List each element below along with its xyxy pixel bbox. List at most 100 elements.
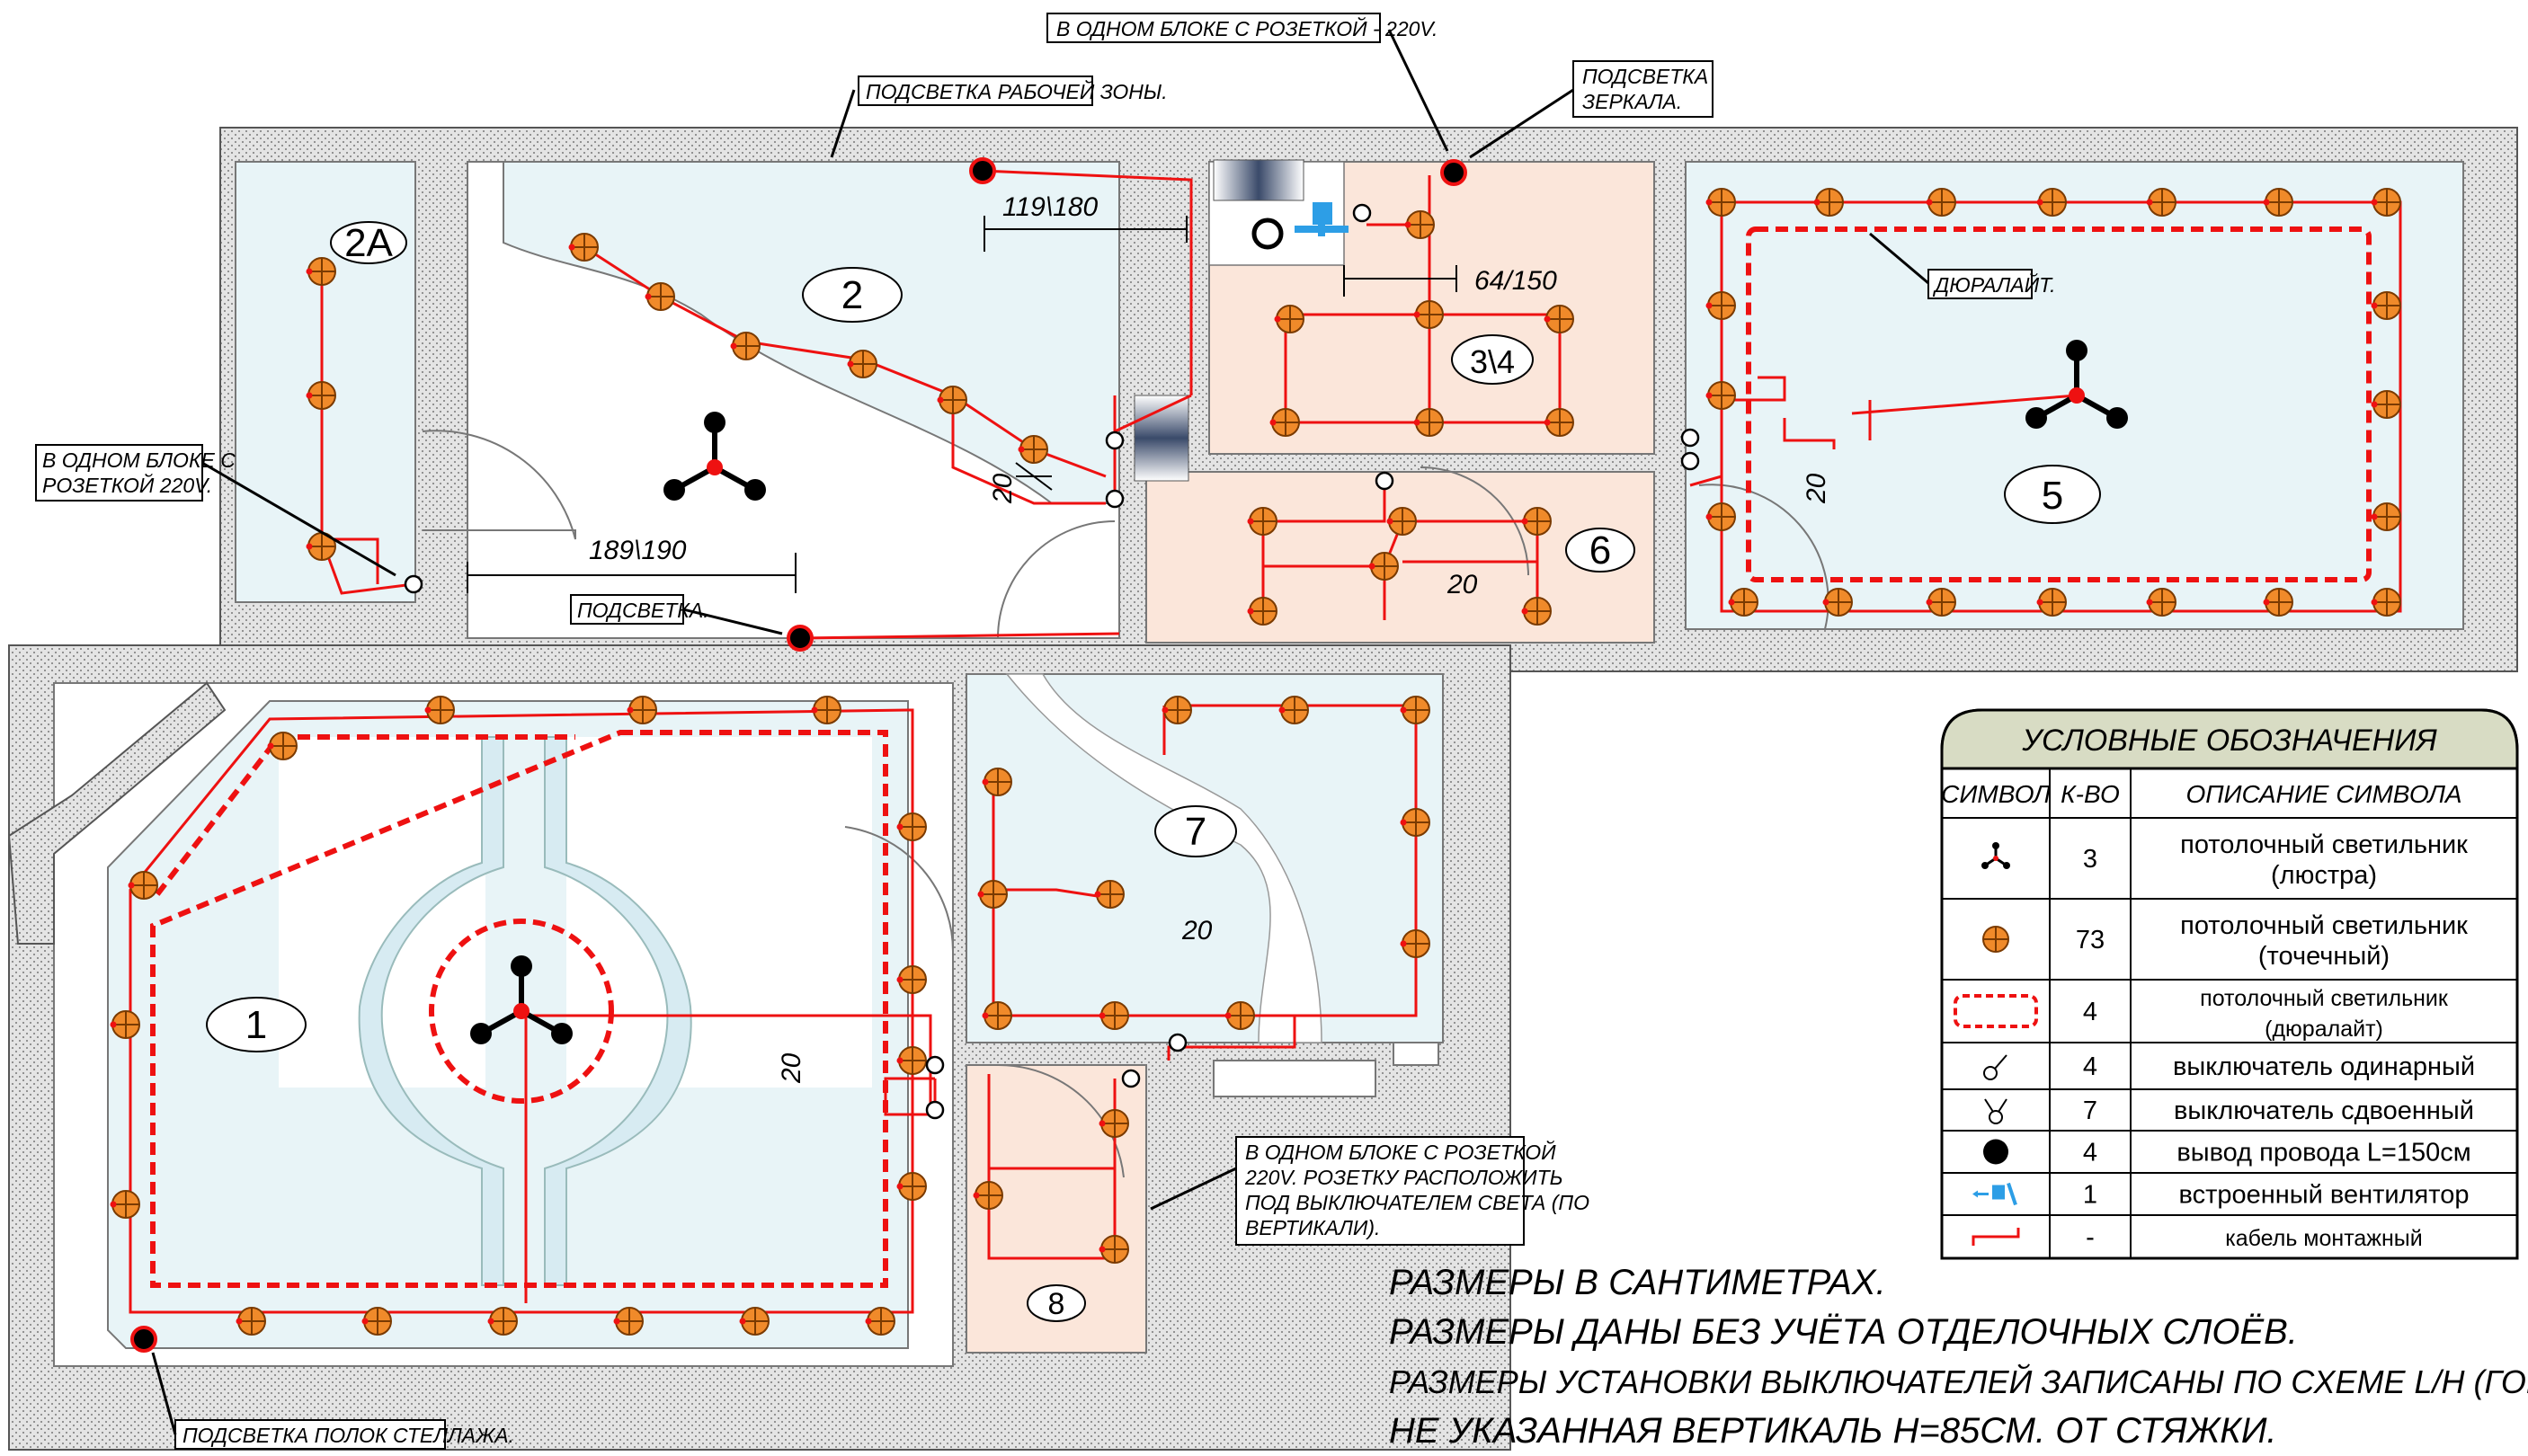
spotlight-icon [1386,507,1417,536]
single-switch-icon [1168,1033,1188,1052]
wire-outlets [130,157,1467,1353]
double-switch-icon [1375,471,1394,491]
svg-text:189\190: 189\190 [589,536,687,565]
spotlight-icon [128,871,158,900]
svg-text:В ОДНОМ БЛОКЕ С РОЗЕТКОЙ: В ОДНОМ БЛОКЕ С РОЗЕТКОЙ [1245,1140,1556,1164]
spotlight-icon [1099,1001,1129,1030]
spotlight-icon [1368,552,1399,581]
legend-desc: (люстра) [2271,861,2377,890]
svg-text:20: 20 [777,1052,806,1084]
spotlight-icon [424,696,455,724]
callout-work-zone: ПОДСВЕТКА РАБОЧЕЙ ЗОНЫ. [830,75,1168,158]
spotlight-icon [627,696,657,724]
spotlight-icon [1822,588,1853,617]
callout-block-socket-left: В ОДНОМ БЛОКЕ С РОЗЕТКОЙ 220V. [35,444,396,577]
svg-text:В ОДНОМ БЛОКЕ С РОЗЕТКОЙ - 220: В ОДНОМ БЛОКЕ С РОЗЕТКОЙ - 220V. [1056,16,1438,40]
spotlight-icon [1224,1001,1255,1030]
spotlight-icon [1728,588,1758,617]
spotlight-icon [865,1307,895,1336]
svg-text:СИМВОЛ: СИМВОЛ [1941,780,2051,808]
spotlight-icon [361,1307,392,1336]
spotlight-icon [1278,696,1309,724]
dimension-labels: 119\180 64/150 189\190 20 20 20 20 20 [589,192,1831,1084]
spotlight-icon [1400,808,1430,837]
svg-text:РАЗМЕРЫ В САНТИМЕТРАХ.: РАЗМЕРЫ В САНТИМЕТРАХ. [1389,1263,1886,1302]
spotlight-icon [1521,507,1552,536]
spotlight-icon [937,386,967,414]
spotlight-icon [110,1010,140,1039]
legend-desc: выключатель сдвоенный [2174,1096,2474,1125]
spotlight-icon [1400,696,1430,724]
spotlight-icon [306,532,336,561]
chandelier-icon [663,412,766,501]
spotlight-icon [896,812,927,841]
spotlight-icon [2146,188,2176,217]
legend-desc: выключатель одинарный [2173,1052,2475,1081]
double-switch-icon [1352,203,1372,223]
room-7-ceiling [966,673,1444,1043]
double-switch-icon [925,1055,945,1075]
spotlight-icon [1544,408,1574,437]
svg-text:20: 20 [1802,473,1831,504]
fan-icon [1295,202,1349,236]
dimension-lines [467,216,1457,593]
svg-text:ПОДСВЕТКА: ПОДСВЕТКА [1582,65,1708,88]
spotlight-icon [306,257,336,286]
double-switch-icon [1680,451,1700,471]
spotlight-icon [1544,305,1574,333]
spotlight-icon [1705,381,1736,410]
room-label-1: 1 [245,1003,267,1047]
callout-shelf-light: ПОДСВЕТКА ПОЛОК СТЕЛЛАЖА. [151,1352,514,1450]
legend-title: УСЛОВНЫЕ ОБОЗНАЧЕНИЯ [2021,724,2437,758]
cable-icon [1972,1228,2020,1246]
spotlight-icon [613,1307,644,1336]
spotlight-icon [1099,1109,1129,1138]
spotlight-icon [568,233,599,262]
svg-text:ЗЕРКАЛА.: ЗЕРКАЛА. [1582,90,1682,113]
room-ceilings [7,161,2464,1367]
double-switch-icon [1105,489,1125,509]
legend-row: - кабель монтажный [1942,1223,2517,1259]
switches [404,203,1700,1120]
wire-outlet-icon [1983,1139,2008,1165]
spotlight-icon [896,1046,927,1075]
spotlight-icon [645,282,675,311]
legend-count: - [2086,1223,2095,1252]
room-1-white-right [566,737,872,1088]
callout-duralight: ДЮРАЛАЙТ. [1869,232,2056,299]
spotlight-icon [2036,188,2067,217]
single-switch-icon [1121,1069,1141,1088]
spotlight-icon [1926,588,1956,617]
callout-socket-220v: В ОДНОМ БЛОКЕ С РОЗЕТКОЙ - 220V. [1046,13,1449,152]
svg-text:РАЗМЕРЫ УСТАНОВКИ ВЫКЛЮЧАТЕЛЕЙ: РАЗМЕРЫ УСТАНОВКИ ВЫКЛЮЧАТЕЛЕЙ ЗАПИСАНЫ … [1389,1363,2528,1400]
spotlight-icon [847,350,877,378]
room-1-arch-left [358,736,504,1286]
spotlight-icon [1813,188,1844,217]
toilet-symbol [1251,218,1284,250]
legend-count: 7 [2083,1096,2097,1125]
spotlight-icon [1274,305,1304,333]
duralight-icon [1954,994,2038,1028]
spotlight-icon [2263,188,2293,217]
spotlight-icon [1413,300,1444,329]
spotlight-icon [1926,188,1956,217]
spotlight-icon [1404,210,1435,239]
spotlight-icon [982,768,1012,796]
hood-top [1213,159,1304,201]
spotlight-icon [267,732,298,760]
legend-count: 4 [2083,998,2097,1026]
spotlight-icon [896,965,927,994]
spotlight-icon [1400,929,1430,958]
room-7-white-path [1005,673,1322,1043]
legend-desc: (точечный) [2258,942,2390,971]
room-label-2: 2 [841,273,863,317]
legend-desc: вывод провода L=150см [2176,1139,2470,1167]
spotlight-icon [2036,588,2067,617]
svg-text:РОЗЕТКОЙ 220V.: РОЗЕТКОЙ 220V. [42,473,212,497]
legend-desc: кабель монтажный [2225,1226,2423,1251]
spotlight-icon [1099,1235,1129,1264]
single-switch-icon [404,574,423,594]
